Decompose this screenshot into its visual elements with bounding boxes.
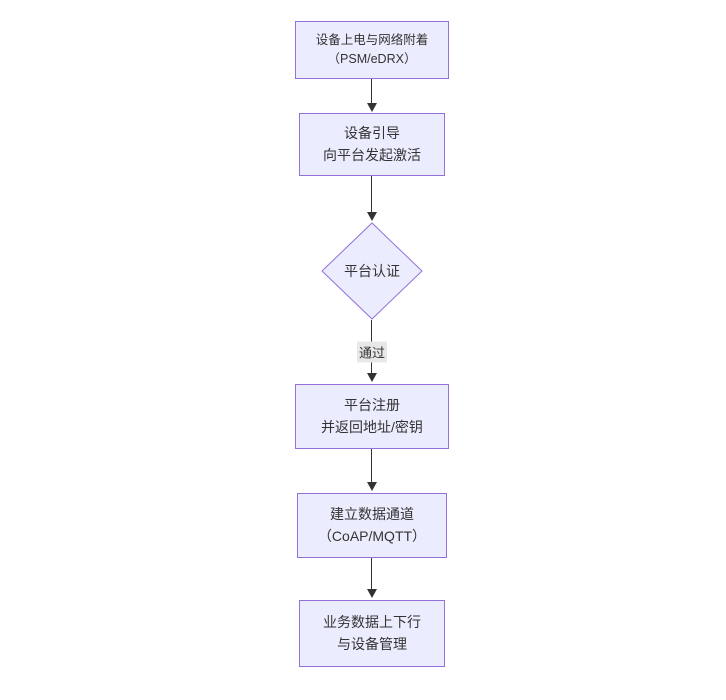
- arrowhead-down-icon: [367, 103, 377, 112]
- node-platform-register: 平台注册 并返回地址/密钥: [295, 384, 449, 449]
- node-label-line: 与设备管理: [337, 635, 407, 652]
- node-label-line: 业务数据上下行: [323, 613, 421, 630]
- arrowhead-down-icon: [367, 373, 377, 382]
- node-label-line: 向平台发起激活: [323, 146, 421, 163]
- node-label-line: 设备上电与网络附着: [315, 32, 429, 47]
- node-label-line: （PSM/eDRX）: [327, 52, 417, 66]
- node-label-line: 并返回地址/密钥: [321, 418, 423, 435]
- node-power-attach: 设备上电与网络附着 （PSM/eDRX）: [295, 21, 449, 79]
- edge-label-pass: 通过: [356, 341, 388, 363]
- node-data-channel: 建立数据通道 （CoAP/MQTT）: [297, 493, 447, 558]
- edge-power-to-bootstrap: [371, 79, 372, 104]
- node-business-data: 业务数据上下行 与设备管理: [299, 600, 445, 667]
- edge-channel-to-business: [371, 558, 372, 590]
- decision-platform-auth: 平台认证: [321, 222, 423, 320]
- edge-bootstrap-to-auth: [371, 176, 372, 213]
- edge-register-to-channel: [371, 449, 372, 483]
- arrowhead-down-icon: [367, 589, 377, 598]
- node-bootstrap: 设备引导 向平台发起激活: [299, 113, 445, 176]
- node-label-line: 平台认证: [344, 263, 400, 279]
- arrowhead-down-icon: [367, 212, 377, 221]
- diamond-shape: [321, 222, 423, 320]
- node-label-line: （CoAP/MQTT）: [317, 527, 427, 544]
- node-label-line: 设备引导: [344, 124, 400, 141]
- arrowhead-down-icon: [367, 482, 377, 491]
- node-label-line: 平台注册: [344, 396, 400, 413]
- node-label-line: 建立数据通道: [330, 505, 414, 522]
